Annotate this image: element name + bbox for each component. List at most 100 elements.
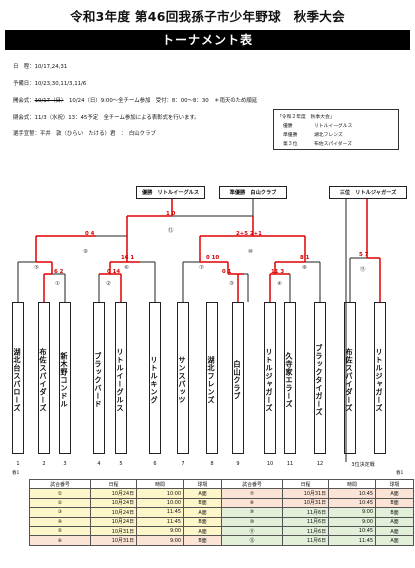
game-number: ④	[277, 281, 282, 287]
game-number: ②	[106, 281, 111, 287]
team-box: 白山クラブ	[232, 302, 244, 454]
schedule-cell: 9:00	[136, 525, 184, 537]
seed-number: 3	[63, 461, 67, 467]
third-label: 三位	[339, 190, 351, 196]
schedule-cell: 10月24日	[90, 507, 137, 518]
game-number: ⑨	[83, 249, 88, 255]
col-header: 球場	[183, 478, 222, 490]
last-year-team: 湖北フレンズ	[314, 133, 343, 138]
last-year-results: 「令和２年度 秋季大会」 優勝 リトルイーグルス 準優勝 湖北フレンズ 第３位 …	[273, 109, 399, 150]
seed-number: 2	[42, 461, 46, 467]
schedule-cell: ⑩	[221, 516, 283, 527]
seed-number: 5	[119, 461, 123, 467]
schedule-cell: 10:45	[328, 525, 376, 537]
seed-number: 1	[16, 461, 20, 467]
seed-number: 10	[266, 461, 274, 467]
team-box: リトルジャガーズ	[264, 302, 276, 454]
schedule-cell: 10月31日	[282, 497, 329, 509]
game-number: ⑦	[199, 265, 204, 271]
schedule-cell: 10:45	[328, 488, 376, 499]
opening-detail: 10/24（日）9:00～全チーム参加 受付：8：00～8：30 ＊雨天のため順…	[63, 98, 258, 104]
schedule-cell: 10:00	[136, 488, 184, 499]
schedule-cell: 11月6日	[282, 525, 329, 537]
schedule-cell: 10月24日	[90, 488, 137, 499]
seed-number: 9	[236, 461, 240, 467]
champion-team: リトルイーグルス	[157, 190, 200, 196]
schedule-cell: B面	[375, 507, 414, 518]
semifinal-left-score: 0 4	[85, 231, 95, 237]
col-header: 日程	[282, 478, 329, 490]
schedule-cell: ③	[29, 507, 91, 518]
schedule-cell: A面	[375, 516, 414, 527]
seed-number: 4	[97, 461, 101, 467]
schedule-cell: ⑧	[221, 497, 283, 509]
final-score: 1 0	[166, 211, 176, 217]
page-title: 令和3年度 第46回我孫子市少年野球 秋季大会	[70, 9, 345, 24]
schedule-cell: 11:45	[136, 507, 184, 518]
reserve-dates: 予備日：10/23,30,11/3,11/6	[13, 81, 87, 87]
schedule-cell: ⑫	[221, 535, 283, 546]
schedule-cell: A面	[375, 535, 414, 546]
team-box: 布佐スパイダーズ	[38, 302, 50, 454]
seed-number: 7	[181, 461, 185, 467]
third-team: リトルジャガーズ	[355, 190, 397, 196]
schedule-cell: 10月24日	[90, 516, 137, 527]
last-year-label: 優勝	[283, 124, 293, 129]
schedule-cell: B面	[375, 497, 414, 509]
qf1-score: 6 2	[54, 269, 64, 275]
opening-ceremony: 開会式：10/17（日） 10/24（日）9:00～全チーム参加 受付：8：00…	[13, 96, 257, 104]
last-year-team: リトルイーグルス	[314, 124, 353, 129]
schedule-cell: 11月6日	[282, 516, 329, 527]
third-place-score: 5 7	[359, 252, 369, 258]
game-number: ⑤	[34, 265, 39, 271]
schedule-cell: ①	[29, 488, 91, 499]
schedule-cell: ⑥	[29, 535, 91, 546]
bracket-banner: トーナメント表	[5, 30, 410, 50]
last-year-team: 布佐スパイダーズ	[314, 142, 352, 147]
schedule-cell: ②	[29, 497, 91, 509]
opening-prefix: 開会式：	[13, 98, 35, 104]
schedule-cell: 9:00	[328, 516, 376, 527]
qf3-score: 0 10	[206, 255, 220, 261]
champion-box: 優勝 リトルイーグルス	[136, 186, 205, 199]
team-box: 新木野コンドル	[59, 302, 71, 454]
qf4-left-score: 0 1	[222, 269, 232, 275]
col-header: 時間	[136, 478, 184, 490]
col-header: 時間	[328, 478, 376, 490]
game-number: ⑧	[302, 265, 307, 271]
schedule-cell: ⑨	[221, 507, 283, 518]
col-header: 日程	[90, 478, 137, 490]
footnote-right: 春1	[396, 471, 404, 476]
team-box: リトルジャガーズ	[374, 302, 386, 454]
seed-number: 6	[153, 461, 157, 467]
closing-ceremony: 閉会式：11/3（水祝）13：45予定 全チーム参加による表彰式を行います。	[13, 115, 200, 121]
champion-label: 優勝	[141, 190, 153, 196]
player-oath: 選手宣誓：平井 敦（ひらい たける）君 ： 白山クラブ	[13, 131, 156, 137]
qf2-left-score: 0 14	[107, 269, 121, 275]
col-header: 試合番号	[221, 478, 283, 490]
team-box: サンスパッツ	[177, 302, 189, 454]
last-year-label: 準優勝	[283, 133, 298, 138]
schedule-cell: 10月31日	[90, 535, 137, 546]
schedule-cell: A面	[183, 488, 222, 499]
seed-number: 11	[286, 461, 294, 467]
schedule-cell: 10:45	[328, 497, 376, 509]
schedule-cell: 9:00	[328, 507, 376, 518]
runnerup-label: 準優勝	[229, 190, 246, 196]
game-number: ①	[55, 281, 60, 287]
schedule-cell: 10月24日	[90, 497, 137, 509]
schedule-cell: B面	[183, 497, 222, 509]
col-header: 試合番号	[29, 478, 91, 490]
runnerup-team: 白山クラブ	[250, 190, 277, 196]
game-number: ⑩	[248, 249, 253, 255]
schedule-cell: B面	[183, 535, 222, 546]
game-number: ⑥	[124, 265, 129, 271]
schedule-cell: ④	[29, 516, 91, 527]
